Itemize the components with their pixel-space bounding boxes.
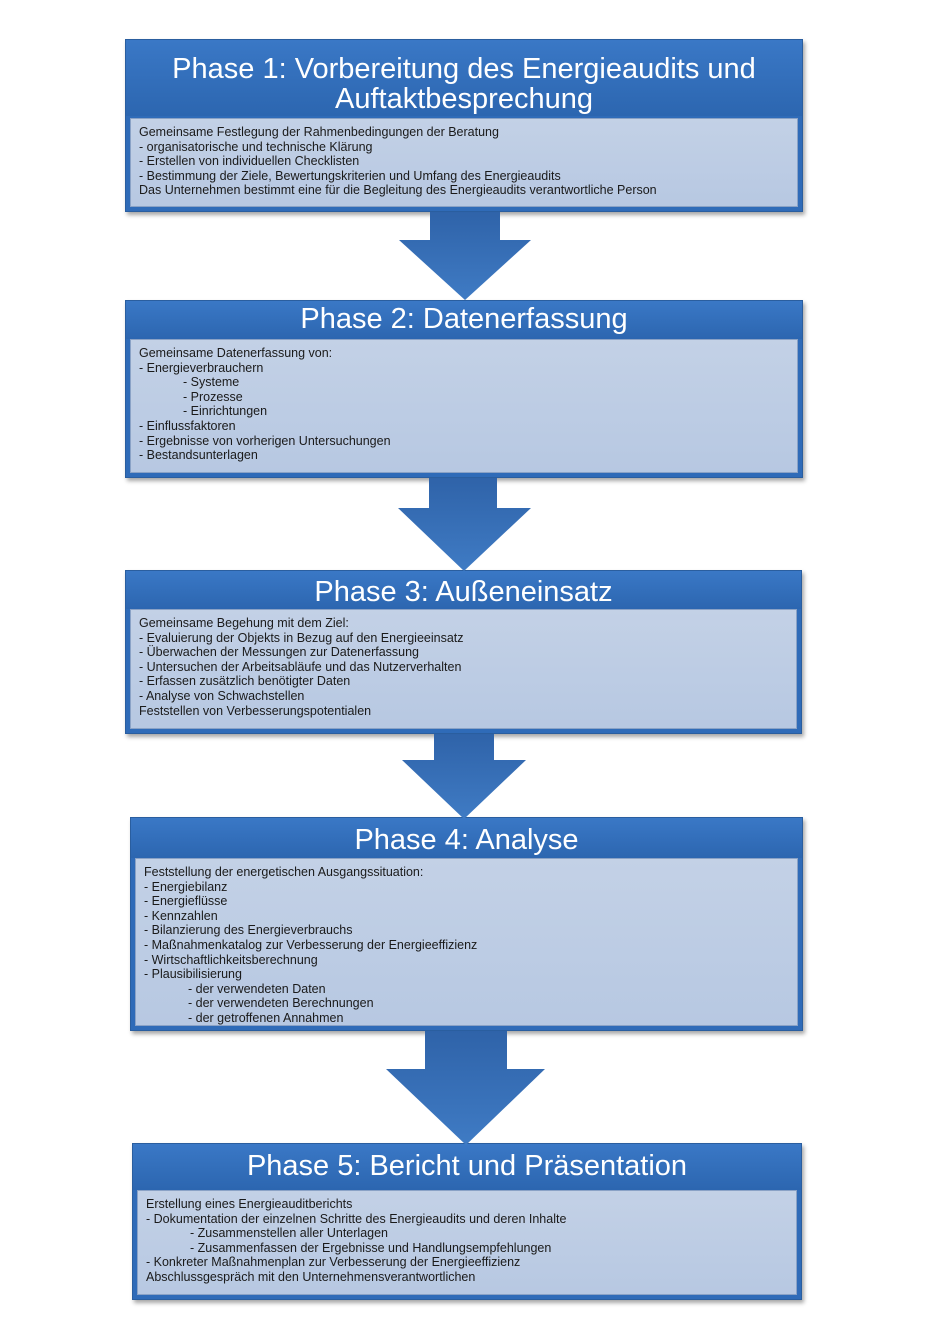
phase-1-line: - organisatorische und technische Klärun… [139,139,373,154]
phase-5-title: Phase 5: Bericht und Präsentation [133,1144,801,1190]
phase-2-box: Phase 2: Datenerfassung Gemeinsame Daten… [125,300,803,478]
phase-4-box: Phase 4: Analyse Feststellung der energe… [130,817,803,1031]
arrow-shape [398,478,531,571]
phase-3-box: Phase 3: Außeneinsatz Gemeinsame Begehun… [125,570,802,734]
phase-2-body: Gemeinsame Datenerfassung von:- Energiev… [130,339,798,473]
phase-5-line: Erstellung eines Energieauditberichts [146,1197,353,1211]
phase-4-line: - der verwendeten Daten [188,981,326,996]
phase-3-line: Feststellen von Verbesserungspotentialen [139,703,372,718]
phase-5-line: - Zusammenstellen aller Unterlagen [190,1226,389,1241]
arrow-shape [386,1031,545,1145]
phase-2-line: - Bestandsunterlagen [139,448,258,463]
phase-4-line: - Bilanzierung des Energieverbrauchs [144,923,353,938]
phase-3-line: - Analyse von Schwachstellen [139,688,305,703]
phase-3-line: Gemeinsame Begehung mit dem Ziel: [139,616,349,630]
phase-5-line: Abschlussgespräch mit den Unternehmensve… [146,1269,476,1284]
down-arrow-4 [386,1031,545,1145]
phase-5-line: - Zusammenfassen der Ergebnisse und Hand… [190,1240,552,1255]
phase-4-line: - Wirtschaftlichkeitsberechnung [144,952,318,967]
phase-4-body: Feststellung der energetischen Ausgangss… [135,858,798,1026]
phase-3-line: - Überwachen der Messungen zur Datenerfa… [139,645,420,660]
phase-4-line: - Energiebilanz [144,879,228,894]
down-arrow-3 [402,734,526,819]
phase-5-body: Erstellung eines Energieauditberichts- D… [137,1190,797,1295]
phase-5-line: - Dokumentation der einzelnen Schritte d… [146,1211,567,1226]
phase-3-title: Phase 3: Außeneinsatz [126,571,801,609]
phase-4-line: - der getroffenen Annahmen [188,1010,344,1025]
arrow-shape [399,212,531,300]
phase-2-line: Gemeinsame Datenerfassung von: [139,346,333,360]
down-arrow-2 [398,478,531,571]
phase-1-line: - Bestimmung der Ziele, Bewertungskriter… [139,168,561,183]
phase-5-line: - Konkreter Maßnahmenplan zur Verbesseru… [146,1255,521,1270]
phase-5-box: Phase 5: Bericht und Präsentation Erstel… [132,1143,802,1300]
phase-2-line: - Systeme [183,375,240,390]
phase-1-title: Phase 1: Vorbereitung des Energieaudits … [126,40,802,116]
phase-1-line: Gemeinsame Festlegung der Rahmenbedingun… [139,125,499,139]
phase-2-line: - Ergebnisse von vorherigen Untersuchung… [139,433,391,448]
phase-4-line: - der verwendeten Berechnungen [188,996,374,1011]
phase-2-line: - Einflussfaktoren [139,418,236,433]
down-arrow-1 [399,212,531,300]
phase-2-line: - Prozesse [183,389,243,404]
phase-1-box: Phase 1: Vorbereitung des Energieaudits … [125,39,803,212]
phase-3-line: - Evaluierung der Objekts in Bezug auf d… [139,630,464,645]
phase-4-line: - Plausibilisierung [144,967,242,982]
phase-3-body: Gemeinsame Begehung mit dem Ziel:- Evalu… [130,609,797,729]
phase-2-line: - Energieverbrauchern [139,360,264,375]
phase-2-line: - Einrichtungen [183,404,268,419]
phase-2-title: Phase 2: Datenerfassung [126,301,802,339]
phase-1-line: Das Unternehmen bestimmt eine für die Be… [139,183,657,198]
phase-3-line: - Erfassen zusätzlich benötigter Daten [139,674,351,689]
phase-4-line: - Kennzahlen [144,908,218,923]
arrow-shape [402,734,526,819]
phase-1-body: Gemeinsame Festlegung der Rahmenbedingun… [130,118,798,207]
phase-3-line: - Untersuchen der Arbeitsabläufe und das… [139,659,462,674]
phase-4-line: - Maßnahmenkatalog zur Verbesserung der … [144,937,478,952]
phase-4-line: - Energieflüsse [144,894,228,909]
phase-1-line: - Erstellen von individuellen Checkliste… [139,154,360,169]
phase-4-title: Phase 4: Analyse [131,818,802,858]
phase-4-line: Feststellung der energetischen Ausgangss… [144,865,424,879]
